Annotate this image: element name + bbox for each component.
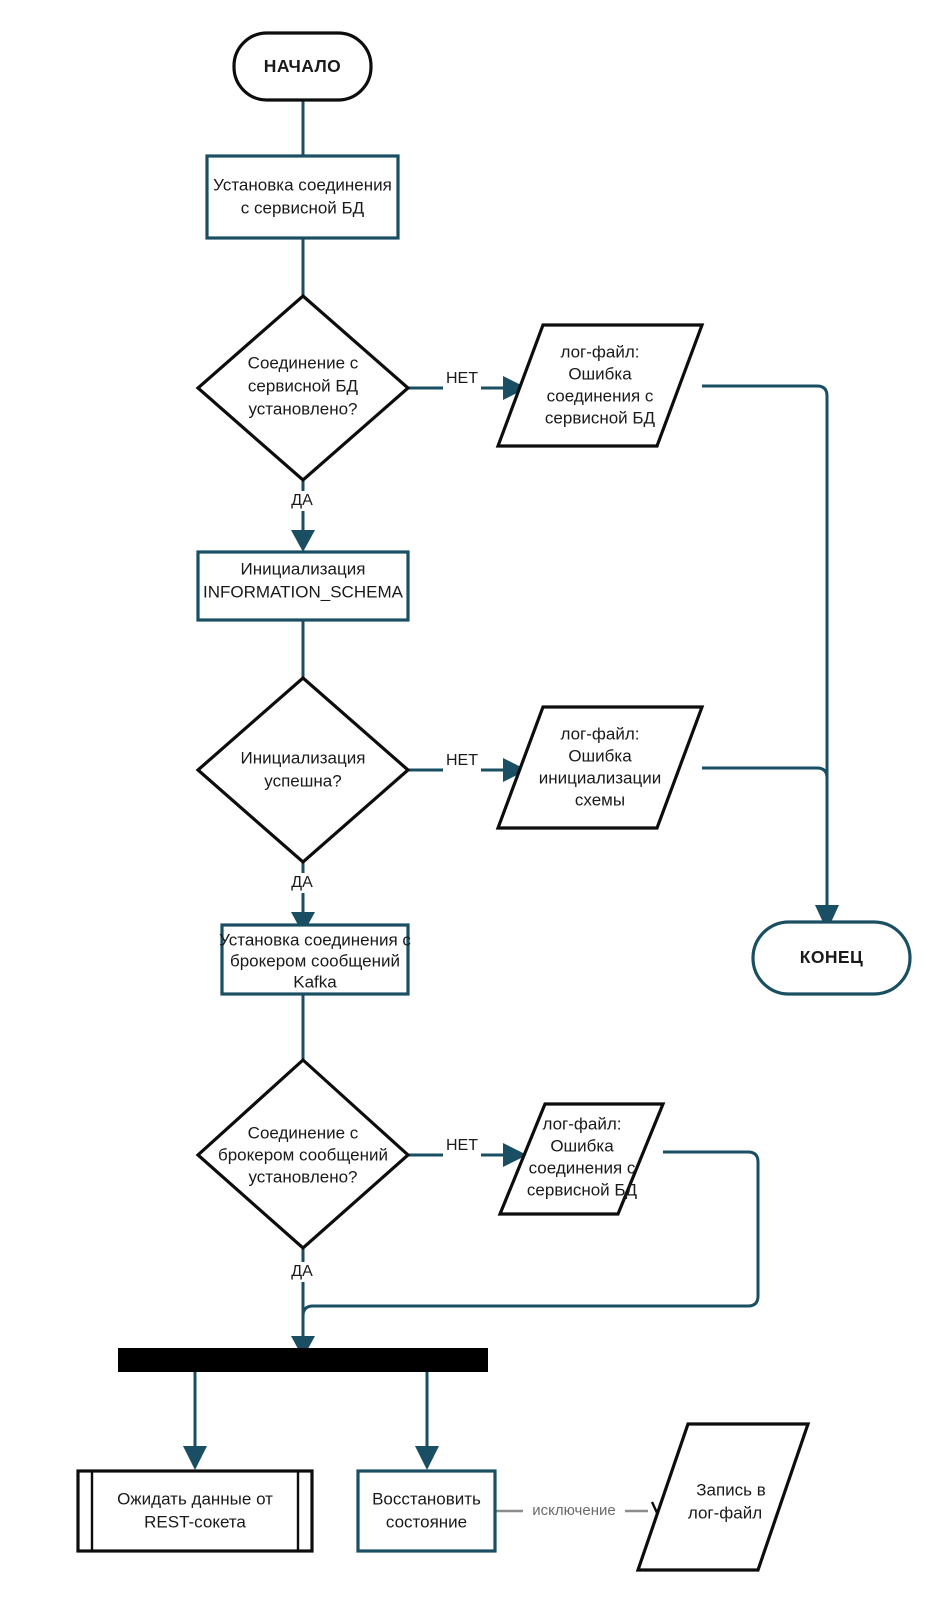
- node-wait-rest-line1: Ожидать данные от: [117, 1489, 273, 1508]
- node-connect-db-line2: с сервисной БД: [241, 198, 365, 217]
- node-log-init-error[interactable]: лог-файл: Ошибка инициализации схемы: [495, 705, 705, 830]
- node-start-label: НАЧАЛО: [264, 56, 341, 76]
- edge-decision-kafka-no: [408, 1143, 527, 1167]
- node-log-kafka-error-line1: лог-файл:: [542, 1114, 621, 1133]
- node-decision-kafka[interactable]: Соединение с брокером сообщений установл…: [195, 1057, 411, 1251]
- node-log-init-error-line3: инициализации: [539, 768, 661, 787]
- node-connect-db[interactable]: Установка соединения с сервисной БД: [205, 154, 400, 240]
- edge-fork-to-wait-rest: [183, 1372, 207, 1470]
- node-fork-bar[interactable]: [118, 1348, 488, 1372]
- edge-log-db-error-to-end: [702, 384, 839, 931]
- edge-decision-db-yes: [291, 480, 315, 552]
- node-start[interactable]: НАЧАЛО: [232, 31, 373, 102]
- node-decision-init-line1: Инициализация: [241, 748, 366, 767]
- node-end[interactable]: КОНЕЦ: [751, 920, 912, 996]
- edge-label-exception: исключение: [532, 1502, 615, 1519]
- node-log-init-error-line2: Ошибка: [568, 746, 632, 765]
- edge-label-no-init: НЕТ: [446, 752, 478, 769]
- node-log-db-error-line4: сервисной БД: [545, 408, 656, 427]
- node-decision-init[interactable]: Инициализация успешна?: [195, 675, 411, 865]
- node-connect-db-line1: Установка соединения: [213, 175, 392, 194]
- node-decision-kafka-line2: брокером сообщений: [218, 1145, 388, 1164]
- edge-log-kafka-error-to-fork: [291, 1150, 760, 1358]
- node-restore-state-line1: Восстановить: [372, 1489, 481, 1508]
- node-init-schema-line2: INFORMATION_SCHEMA: [203, 582, 404, 601]
- node-log-db-error-line1: лог-файл:: [560, 342, 639, 361]
- node-restore-state[interactable]: Восстановить состояние: [356, 1469, 497, 1553]
- node-wait-rest[interactable]: Ожидать данные от REST-сокета: [76, 1469, 314, 1553]
- node-decision-kafka-line3: установлено?: [248, 1167, 357, 1186]
- node-log-kafka-error-line3: соединения с: [529, 1158, 636, 1177]
- node-write-log[interactable]: Запись в лог-файл: [635, 1422, 811, 1572]
- edge-label-yes-kafka: ДА: [291, 1263, 313, 1280]
- node-connect-kafka[interactable]: Установка соединения с брокером сообщени…: [219, 923, 411, 996]
- node-log-db-error-line2: Ошибка: [568, 364, 632, 383]
- node-log-init-error-line4: схемы: [575, 790, 625, 809]
- edge-label-no-db: НЕТ: [446, 370, 478, 387]
- node-log-db-error[interactable]: лог-файл: Ошибка соединения с сервисной …: [495, 323, 705, 448]
- edge-label-yes-db: ДА: [291, 492, 313, 509]
- node-log-kafka-error-line4: сервисной БД: [527, 1180, 638, 1199]
- edge-fork-to-restore-state: [415, 1372, 439, 1470]
- node-decision-db-line2: сервисной БД: [248, 376, 359, 395]
- node-decision-db-line1: Соединение с: [248, 353, 359, 372]
- node-decision-db-line3: установлено?: [248, 399, 357, 418]
- node-decision-kafka-line1: Соединение с: [248, 1123, 359, 1142]
- node-log-kafka-error-line2: Ошибка: [550, 1136, 614, 1155]
- node-decision-init-line2: успешна?: [264, 771, 341, 790]
- node-log-db-error-line3: соединения с: [547, 386, 654, 405]
- edge-decision-db-no: [408, 376, 527, 400]
- edge-log-init-error-to-end: [702, 766, 829, 905]
- node-connect-kafka-line2: брокером сообщений: [230, 951, 400, 970]
- node-end-label: КОНЕЦ: [800, 947, 863, 967]
- node-write-log-line1: Запись в: [696, 1480, 766, 1499]
- edge-label-yes-init: ДА: [291, 874, 313, 891]
- node-restore-state-line2: состояние: [386, 1512, 467, 1531]
- edge-decision-init-yes: [291, 862, 315, 934]
- edge-decision-init-no: [408, 758, 527, 782]
- node-log-kafka-error[interactable]: лог-файл: Ошибка соединения с сервисной …: [497, 1102, 666, 1216]
- node-write-log-line2: лог-файл: [688, 1503, 762, 1522]
- edge-label-no-kafka: НЕТ: [446, 1137, 478, 1154]
- node-wait-rest-line2: REST-сокета: [144, 1512, 246, 1531]
- node-decision-db[interactable]: Соединение с сервисной БД установлено?: [195, 293, 411, 483]
- node-init-schema-line1: Инициализация: [241, 559, 366, 578]
- node-init-schema[interactable]: Инициализация INFORMATION_SCHEMA: [196, 550, 410, 622]
- node-log-init-error-line1: лог-файл:: [560, 724, 639, 743]
- node-connect-kafka-line3: Kafka: [293, 972, 337, 991]
- node-connect-kafka-line1: Установка соединения с: [219, 930, 411, 949]
